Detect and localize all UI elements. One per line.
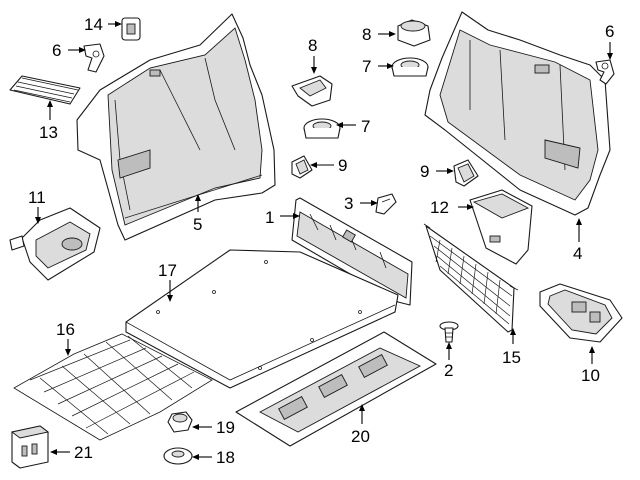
callout-5: 5 [193, 215, 202, 234]
retainer-clip [121, 17, 141, 41]
small-box [10, 425, 50, 469]
storage-tray-left [9, 207, 101, 281]
callout-7b: 7 [362, 57, 371, 76]
storage-bin [469, 189, 533, 265]
round-cap [163, 447, 193, 465]
callout-14: 14 [84, 15, 103, 34]
callout-21: 21 [74, 443, 93, 462]
callout-8a: 8 [308, 36, 317, 55]
leader-lines [35, 21, 613, 460]
clip-right [453, 159, 479, 187]
callout-8b: 8 [362, 25, 371, 44]
small-bracket [375, 193, 397, 215]
callout-20: 20 [351, 427, 370, 446]
cargo-net-right [423, 223, 519, 333]
vent-grille [9, 75, 81, 105]
trunk-floor-board [125, 249, 399, 389]
callout-10: 10 [581, 366, 600, 385]
push-clip [439, 321, 459, 343]
cap-right [397, 19, 431, 47]
callout-6a: 6 [52, 41, 61, 60]
callout-3: 3 [344, 194, 353, 213]
callout-19: 19 [216, 418, 235, 437]
floor-cargo-net [13, 333, 213, 441]
callout-15: 15 [502, 348, 521, 367]
right-trunk-side-trim [424, 11, 611, 216]
storage-tray-right [539, 283, 623, 343]
cap-left [291, 75, 333, 107]
callout-6b: 6 [605, 22, 614, 41]
callout-12: 12 [430, 198, 449, 217]
fastener-knob [167, 411, 193, 433]
callout-13: 13 [39, 123, 58, 142]
callout-1: 1 [265, 208, 274, 227]
left-trunk-side-trim [76, 13, 276, 241]
callout-16: 16 [56, 320, 75, 339]
callout-2: 2 [444, 361, 453, 380]
callout-17: 17 [158, 261, 177, 280]
hook-right [595, 59, 615, 85]
callout-9a: 9 [338, 156, 347, 175]
rear-panel-trim [291, 197, 413, 306]
callout-9b: 9 [420, 162, 429, 181]
round-bracket-left [303, 118, 341, 139]
clip-left [291, 155, 313, 179]
callout-18: 18 [216, 448, 235, 467]
lower-floor-panel [235, 331, 437, 447]
callout-labels: 1 2 3 4 5 6 6 7 7 8 8 9 9 10 11 12 13 14… [28, 15, 614, 467]
hook-left [83, 43, 105, 73]
round-bracket-right [391, 57, 429, 77]
callout-7a: 7 [361, 117, 370, 136]
callout-4: 4 [573, 244, 582, 263]
callout-11: 11 [28, 188, 46, 207]
